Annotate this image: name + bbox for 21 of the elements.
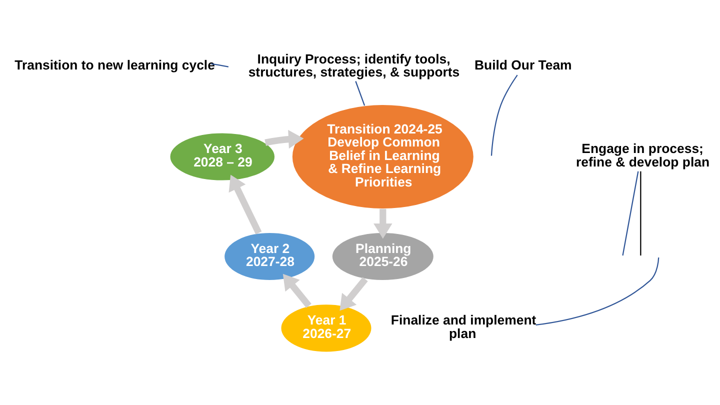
node-ellipse: Transition 2024-25 Develop Common Belief in Learning & Refine Learning Priorities: [291, 104, 474, 210]
node-ellipse: Year 3 2028 – 29: [169, 132, 276, 182]
node-text: Inquiry Process; identify tools, structures, strategies, & supports: [248, 51, 460, 80]
connector: [490, 74, 518, 156]
node-text: Engage in process; refine & develop plan: [576, 141, 710, 170]
connector: [211, 63, 229, 68]
connector: [622, 171, 639, 256]
arrow: [228, 174, 262, 234]
connector: [355, 81, 366, 106]
node-ellipse: Year 1 2026-27: [280, 304, 372, 353]
arrow: [264, 130, 304, 149]
node-text: Transition to new learning cycle: [14, 57, 215, 72]
connector: [640, 171, 642, 256]
node-ellipse: Planning 2025-26: [331, 232, 434, 281]
connector: [536, 257, 660, 326]
node-ellipse: Year 2 2027-28: [224, 232, 316, 281]
arrow: [374, 208, 392, 239]
arrow: [282, 274, 312, 308]
node-text: Finalize and implement plan: [390, 312, 536, 341]
node-text: Build Our Team: [474, 57, 572, 72]
arrow: [340, 277, 368, 311]
